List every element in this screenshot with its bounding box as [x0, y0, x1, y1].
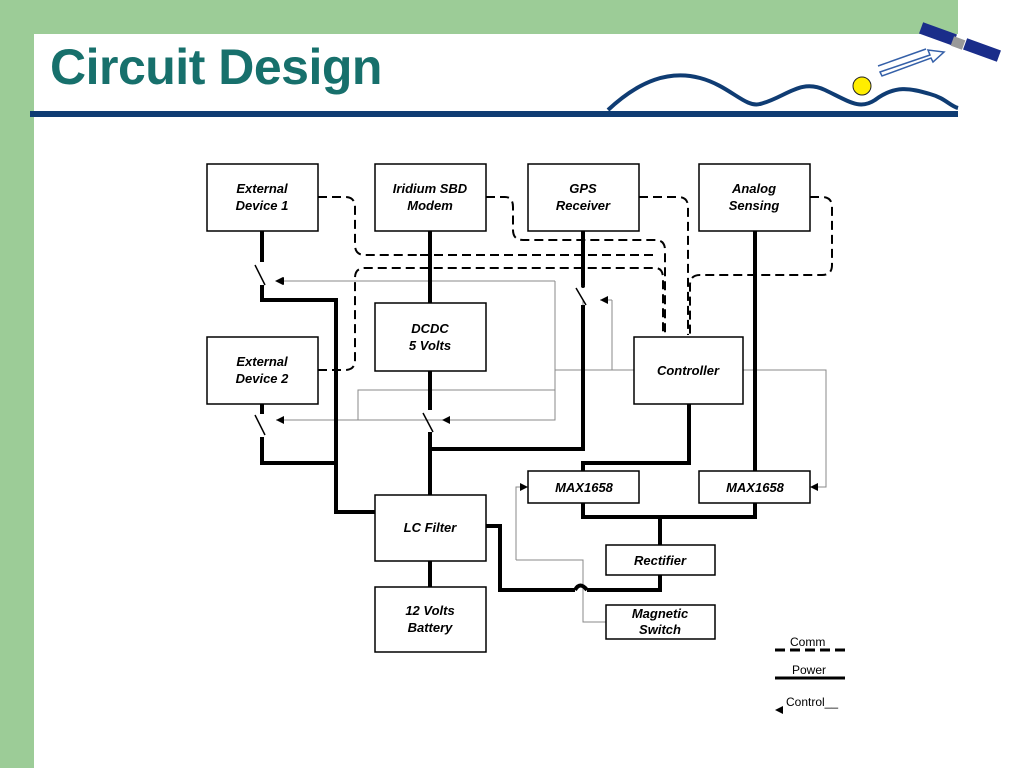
box-lc-filter: LC Filter — [374, 494, 487, 562]
box-dcdc: DCDC 5 Volts — [374, 302, 487, 372]
box-gps-receiver: GPS Receiver — [527, 163, 640, 232]
power-lines — [260, 231, 757, 592]
box-label: Device 2 — [236, 371, 290, 386]
box-iridium-modem: Iridium SBD Modem — [374, 163, 487, 232]
box-label: Magnetic — [632, 606, 689, 621]
box-label: Iridium SBD — [393, 181, 468, 196]
box-label: Battery — [408, 620, 454, 635]
box-label: MAX1658 — [555, 480, 614, 495]
box-label: Switch — [639, 622, 681, 637]
box-label: External — [236, 354, 288, 369]
satellite-icon — [919, 22, 1001, 62]
box-label: Controller — [657, 363, 720, 378]
signal-arrows-icon — [877, 48, 946, 77]
box-label: MAX1658 — [726, 480, 785, 495]
box-label: External — [236, 181, 288, 196]
legend: Comm Power Control__ — [775, 635, 845, 714]
box-label: DCDC — [411, 321, 449, 336]
legend-power-label: Power — [792, 663, 826, 677]
box-battery: 12 Volts Battery — [374, 586, 487, 653]
box-external-device-1: External Device 1 — [206, 163, 319, 232]
legend-control-arrow — [775, 706, 783, 714]
box-label: 5 Volts — [409, 338, 451, 353]
box-label: Device 1 — [236, 198, 289, 213]
box-max1658-left: MAX1658 — [527, 470, 640, 504]
box-magnetic-switch: Magnetic Switch — [605, 604, 716, 640]
box-label: Sensing — [729, 198, 780, 213]
banner-graphic — [30, 22, 1001, 117]
box-label: Modem — [407, 198, 453, 213]
box-rectifier: Rectifier — [605, 544, 716, 576]
sun-icon — [852, 76, 872, 96]
left-accent-bar — [0, 0, 34, 768]
box-label: Analog — [731, 181, 776, 196]
box-analog-sensing: Analog Sensing — [698, 163, 811, 232]
switches — [254, 264, 587, 436]
box-controller: Controller — [633, 336, 744, 405]
box-external-device-2: External Device 2 — [206, 336, 319, 405]
box-label: Rectifier — [634, 553, 687, 568]
legend-comm-label: Comm — [790, 635, 825, 649]
box-label: Receiver — [556, 198, 611, 213]
box-max1658-right: MAX1658 — [698, 470, 811, 504]
page-title: Circuit Design — [50, 39, 382, 95]
top-accent-bar — [0, 0, 958, 34]
box-label: GPS — [569, 181, 597, 196]
box-label: 12 Volts — [405, 603, 454, 618]
control-lines — [275, 277, 827, 623]
mountain-wave — [606, 73, 959, 112]
comm-lines — [318, 196, 833, 371]
box-label: LC Filter — [404, 520, 458, 535]
control-arrows — [276, 277, 818, 491]
legend-control-label: Control__ — [786, 695, 838, 709]
